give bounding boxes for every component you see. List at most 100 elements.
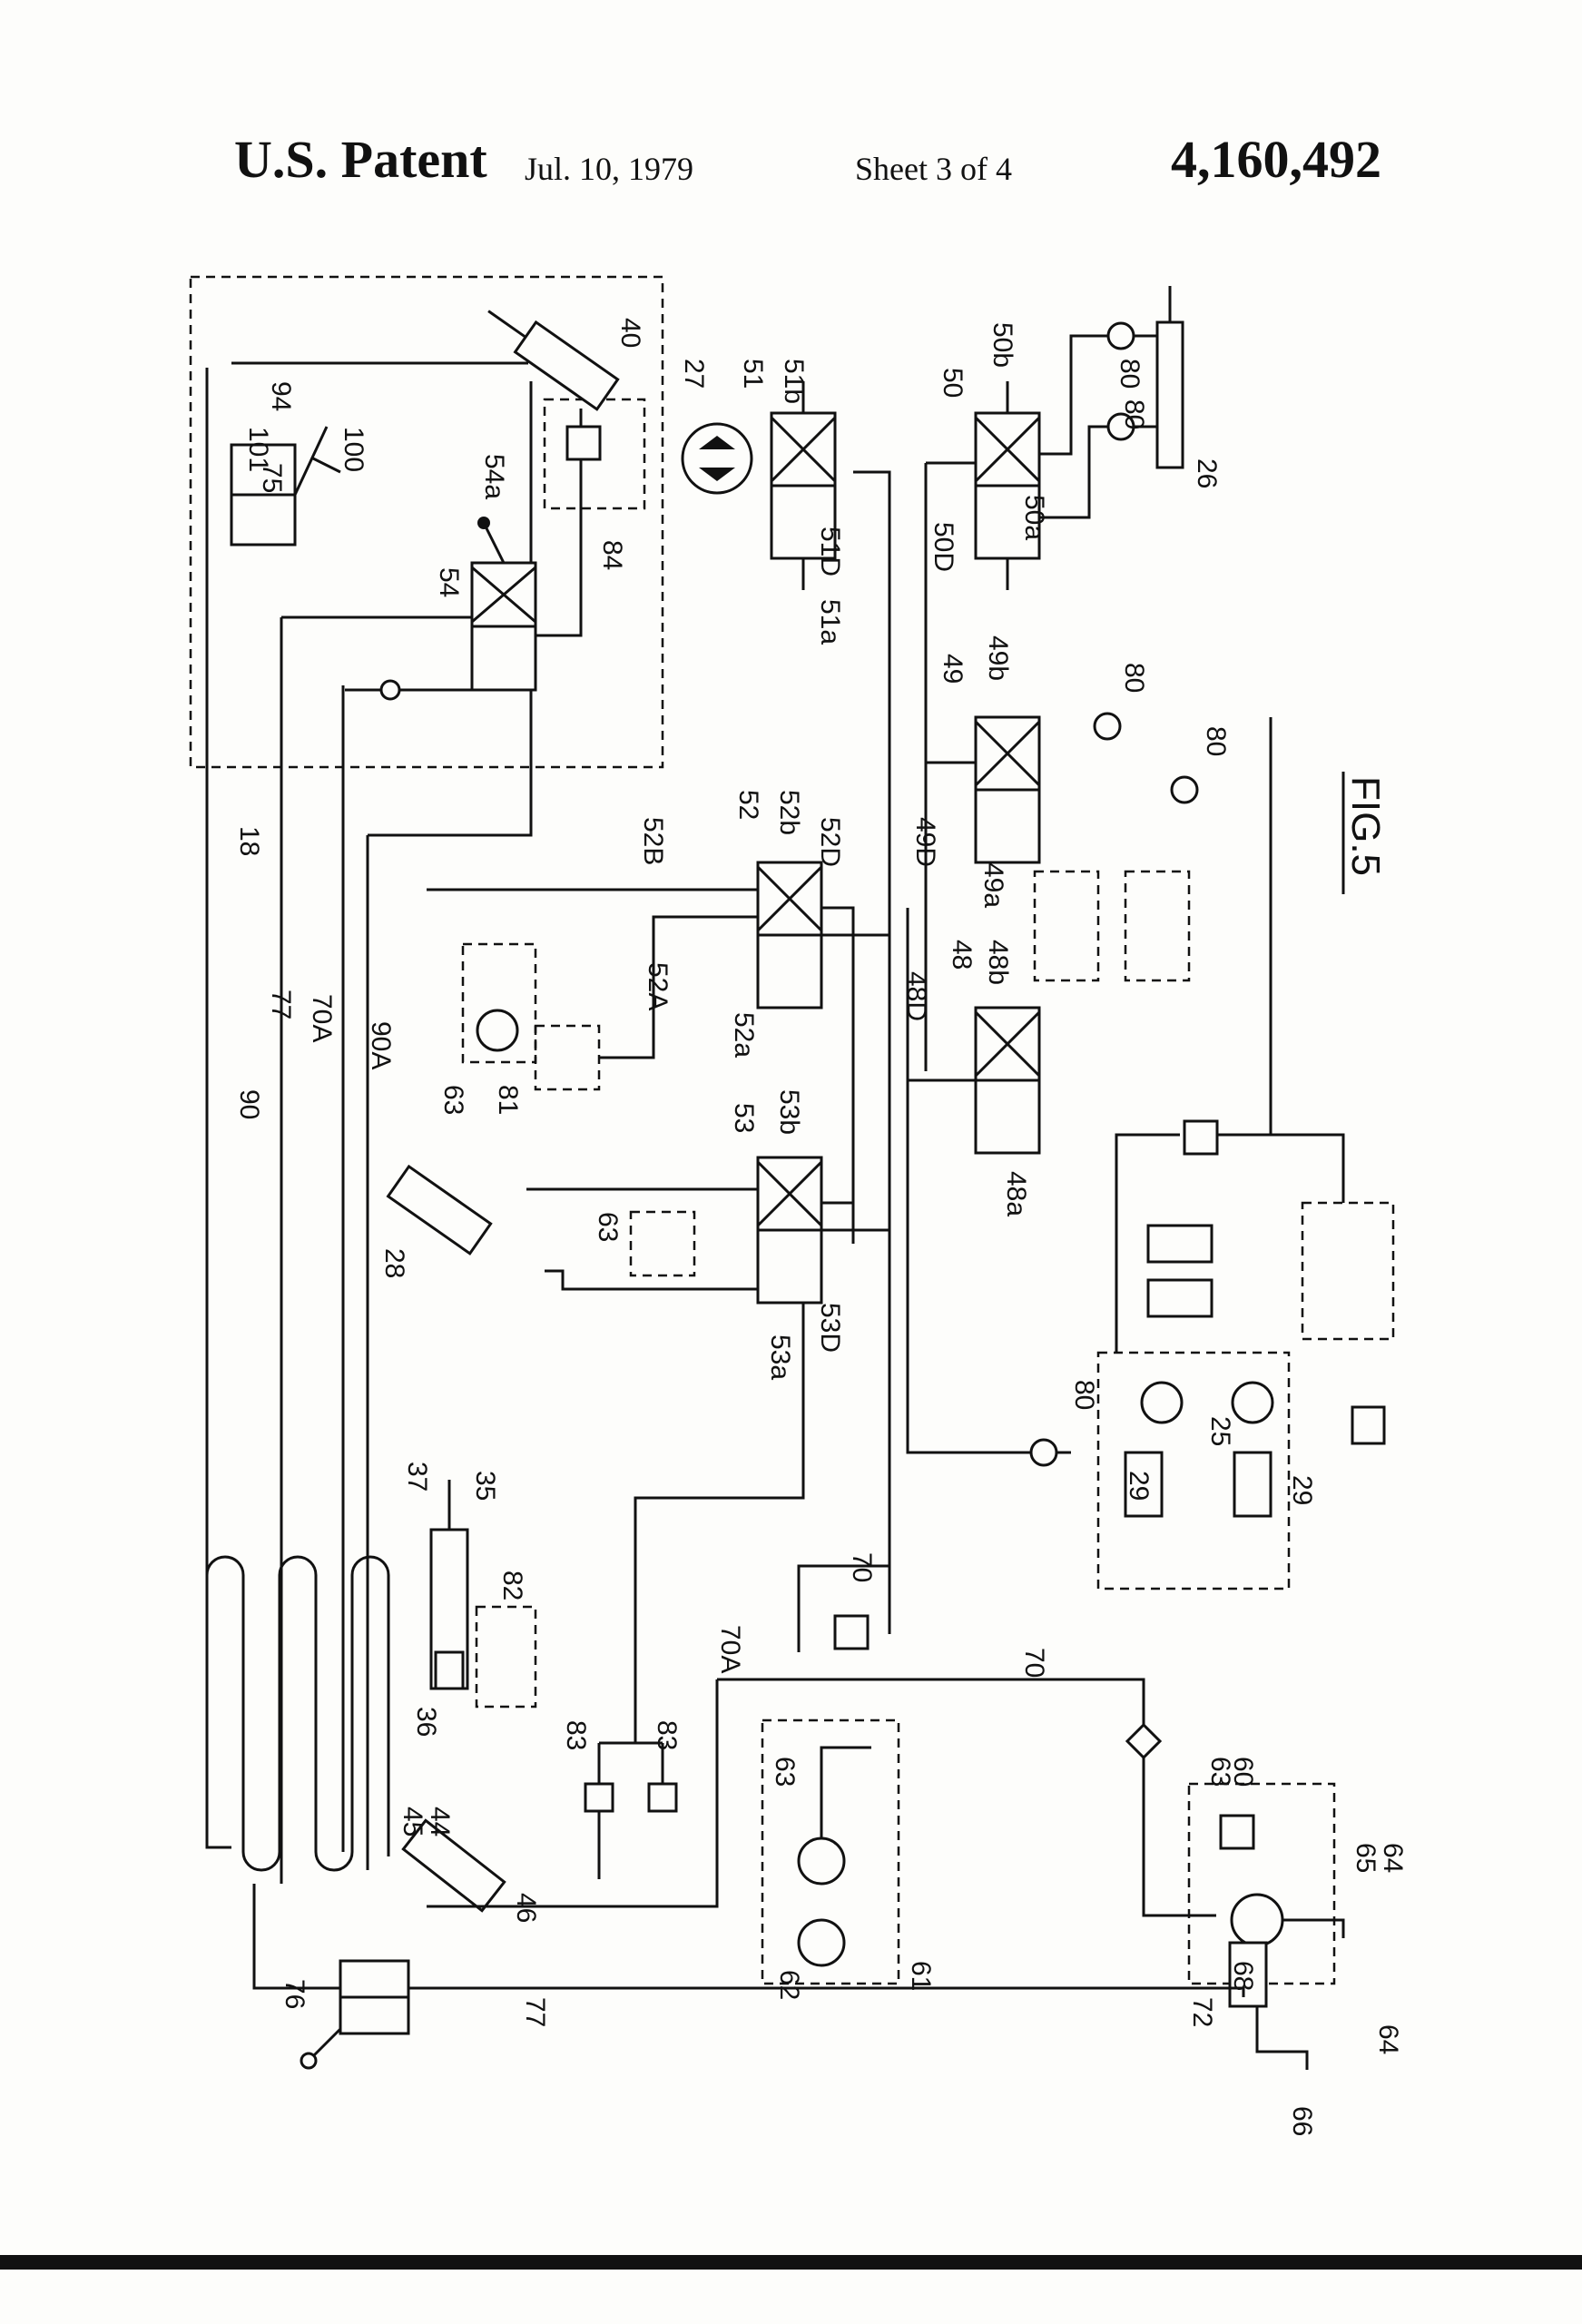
label-52b: 52b	[774, 790, 804, 835]
label-50b: 50b	[988, 322, 1017, 368]
relief-63-b	[629, 1210, 696, 1277]
label-45: 45	[398, 1807, 427, 1837]
label-101: 101	[243, 427, 273, 472]
label-50: 50	[938, 368, 968, 398]
label-81: 81	[493, 1085, 523, 1115]
check-80-e	[1029, 1438, 1058, 1467]
cylinder-40	[487, 310, 620, 411]
label-48a: 48a	[1001, 1171, 1031, 1216]
label-52D: 52D	[815, 817, 845, 867]
relief-63-main	[1219, 1814, 1255, 1850]
label-51: 51	[738, 359, 768, 389]
label-80-e: 80	[1069, 1380, 1099, 1410]
control-console-boundary	[189, 275, 664, 769]
label-72: 72	[1187, 1997, 1217, 2027]
label-26: 26	[1192, 458, 1222, 488]
label-25: 25	[1205, 1416, 1235, 1446]
label-35: 35	[470, 1471, 500, 1501]
tank-right	[1351, 1405, 1386, 1445]
label-52: 52	[733, 790, 763, 820]
flow-control-a	[1033, 870, 1100, 982]
motor-27	[681, 422, 753, 495]
label-90: 90	[234, 1089, 264, 1119]
pump-68	[1230, 1893, 1284, 1947]
label-82: 82	[497, 1571, 527, 1600]
label-62: 62	[774, 1970, 804, 2000]
label-63-b: 63	[593, 1212, 623, 1242]
page-bottom-rule	[0, 2255, 1582, 2270]
label-48b: 48b	[983, 940, 1013, 985]
label-80-c: 80	[1119, 663, 1149, 693]
label-100: 100	[339, 427, 368, 472]
label-70-a: 70	[847, 1552, 877, 1582]
label-65: 65	[1351, 1843, 1381, 1873]
label-29-b: 29	[1287, 1475, 1317, 1505]
filter	[1125, 1722, 1163, 1760]
relief-63-a	[461, 942, 537, 1064]
line-77	[280, 615, 345, 1884]
check-81	[534, 1024, 601, 1091]
label-48D: 48D	[901, 971, 931, 1021]
label-60: 60	[1228, 1757, 1258, 1787]
line-49D-50D	[924, 461, 976, 1071]
label-48: 48	[947, 940, 977, 970]
line-70-pressure	[427, 1564, 1145, 1908]
label-75: 75	[257, 463, 287, 493]
label-52a: 52a	[729, 1012, 759, 1058]
pedal-76[interactable]	[311, 2027, 342, 2058]
line-52A-52B	[427, 888, 758, 1059]
label-63-c: 63	[770, 1757, 800, 1787]
relief-83-a	[584, 1782, 614, 1813]
label-28: 28	[379, 1248, 409, 1278]
cylinder-26	[1155, 320, 1184, 469]
brake-29-b	[1233, 1451, 1272, 1518]
check-80-d	[1170, 775, 1199, 804]
sheet-number: Sheet 3 of 4	[855, 151, 1012, 187]
label-94: 94	[266, 381, 296, 411]
label-46: 46	[511, 1893, 541, 1923]
label-53b: 53b	[774, 1089, 804, 1135]
relief-83-b	[647, 1782, 678, 1813]
label-76: 76	[280, 1979, 310, 2009]
label-77: 77	[266, 990, 296, 1019]
label-64-a: 64	[1378, 1843, 1408, 1873]
serpentine-cooler	[205, 1555, 390, 1872]
label-64-b: 64	[1373, 2024, 1403, 2054]
motor-62	[797, 1918, 846, 1967]
label-36: 36	[411, 1707, 441, 1737]
figure-title: FIG.5	[1343, 776, 1388, 876]
label-70A-lower: 70A	[715, 1625, 745, 1673]
cylinder-44	[401, 1818, 506, 1913]
check-valve-shuttle	[1183, 1119, 1219, 1156]
check-valve-54	[379, 679, 401, 701]
label-49b: 49b	[983, 635, 1013, 681]
line-77-lower	[252, 1884, 1245, 1997]
label-52A: 52A	[643, 962, 673, 1010]
label-27: 27	[679, 359, 709, 389]
label-52B: 52B	[638, 817, 668, 865]
line-90A	[366, 381, 533, 1870]
flow-control-c	[1301, 1201, 1395, 1341]
lever-54a[interactable]	[484, 526, 506, 564]
patent-heading: U.S. Patent	[234, 130, 487, 189]
line-48D	[906, 908, 1071, 1454]
label-80-b: 80	[1119, 399, 1149, 429]
label-50a: 50a	[1019, 495, 1049, 540]
pedal-94[interactable]	[293, 426, 341, 496]
label-63-a: 63	[438, 1085, 468, 1115]
check-80-c	[1093, 712, 1122, 741]
valve-72	[1228, 1941, 1268, 2008]
label-80-d: 80	[1201, 726, 1231, 756]
label-49a: 49a	[978, 862, 1008, 908]
motor-group-25	[1096, 1351, 1291, 1590]
label-49: 49	[938, 654, 968, 684]
label-40: 40	[615, 318, 645, 348]
label-53: 53	[729, 1103, 759, 1133]
label-51a: 51a	[815, 599, 845, 645]
label-50D: 50D	[929, 522, 958, 572]
label-77-lower: 77	[520, 1997, 550, 2027]
label-70A: 70A	[307, 994, 337, 1042]
label-54a: 54a	[479, 454, 509, 499]
tank-lines-64-66	[1255, 1918, 1345, 2070]
